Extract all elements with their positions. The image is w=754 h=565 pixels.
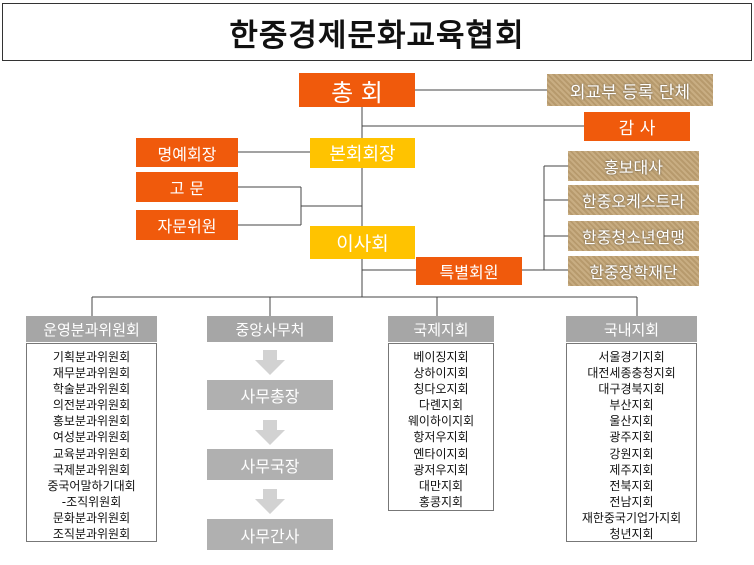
- list-item: 전북지회: [609, 478, 654, 493]
- headquarters-chairman-box: 본회회장: [310, 138, 415, 168]
- honorary-chairman-box: 명예회장: [136, 138, 238, 167]
- page-title: 한중경제문화교육협회: [2, 3, 752, 61]
- list-item: 베이징지회: [413, 350, 469, 364]
- auditor-box: 감 사: [584, 112, 690, 141]
- bureau-chief-box: 사무국장: [207, 449, 333, 480]
- list-item: 기획분과위원회: [52, 350, 131, 364]
- board-box: 이사회: [310, 226, 415, 259]
- list-item: 의전분과위원회: [52, 398, 131, 413]
- list-item: 옌타이지회: [413, 446, 469, 461]
- list-item: 문화분과위원회: [52, 510, 131, 525]
- list-item: 학술분과위원회: [52, 382, 131, 397]
- list-item: 조직분과위원회: [52, 527, 131, 542]
- list-item: 재한중국기업가지회: [581, 510, 682, 525]
- arrow-down-icon: [255, 420, 285, 445]
- list-item: 여성분과위원회: [52, 430, 131, 445]
- list-item: 칭다오지회: [413, 382, 469, 397]
- arrow-down-icon: [255, 350, 285, 375]
- special-members-box: 특별회원: [416, 257, 522, 285]
- central-office-header: 중앙사무처: [207, 316, 333, 342]
- list-item: 부산지회: [609, 398, 654, 413]
- mofa-registered-box: 외교부 등록 단체: [547, 74, 713, 106]
- list-item: 제주지회: [609, 462, 654, 477]
- international-branches-header: 국제지회: [388, 316, 494, 342]
- list-item: -조직위원회: [61, 494, 122, 509]
- list-item: 울산지회: [609, 414, 654, 429]
- operations-header: 운영분과위원회: [26, 316, 157, 342]
- list-item: 국제분과위원회: [52, 462, 131, 477]
- list-item: 대구경북지회: [598, 382, 665, 397]
- ambassador-box: 홍보대사: [568, 151, 699, 181]
- scholarship-box: 한중장학재단: [568, 256, 699, 286]
- list-item: 교육분과위원회: [52, 446, 131, 461]
- list-item: 전남지회: [609, 494, 654, 509]
- advisory-committee-box: 자문위원: [136, 210, 238, 240]
- advisor-box: 고 문: [136, 172, 238, 202]
- secretary-general-box: 사무총장: [207, 380, 333, 410]
- orchestra-box: 한중오케스트라: [568, 185, 699, 215]
- office-assistant-box: 사무간사: [207, 519, 333, 550]
- arrow-down-icon: [255, 489, 285, 514]
- list-item: 다롄지회: [418, 398, 464, 413]
- youth-league-box: 한중청소년연맹: [568, 221, 699, 251]
- list-item: 상하이지회: [413, 366, 469, 381]
- list-item: 홍콩지회: [418, 494, 464, 509]
- list-item: 광주지회: [609, 430, 654, 445]
- list-item: 재무분과위원회: [52, 366, 131, 381]
- list-item: 웨이하이지회: [407, 414, 475, 429]
- list-item: 중국어말하기대회: [47, 478, 136, 493]
- domestic-branches-header: 국내지회: [566, 316, 697, 342]
- list-item: 서울경기지회: [598, 350, 665, 364]
- list-item: 대만지회: [418, 478, 464, 493]
- general-assembly-box: 총 회: [299, 73, 415, 107]
- list-item: 항저우지회: [413, 430, 469, 445]
- list-item: 홍보분과위원회: [52, 414, 131, 429]
- list-item: 강원지회: [609, 446, 654, 461]
- list-item: 대전세종충청지회: [587, 366, 676, 381]
- list-item: 청년지회: [609, 527, 654, 542]
- list-item: 광저우지회: [413, 462, 469, 477]
